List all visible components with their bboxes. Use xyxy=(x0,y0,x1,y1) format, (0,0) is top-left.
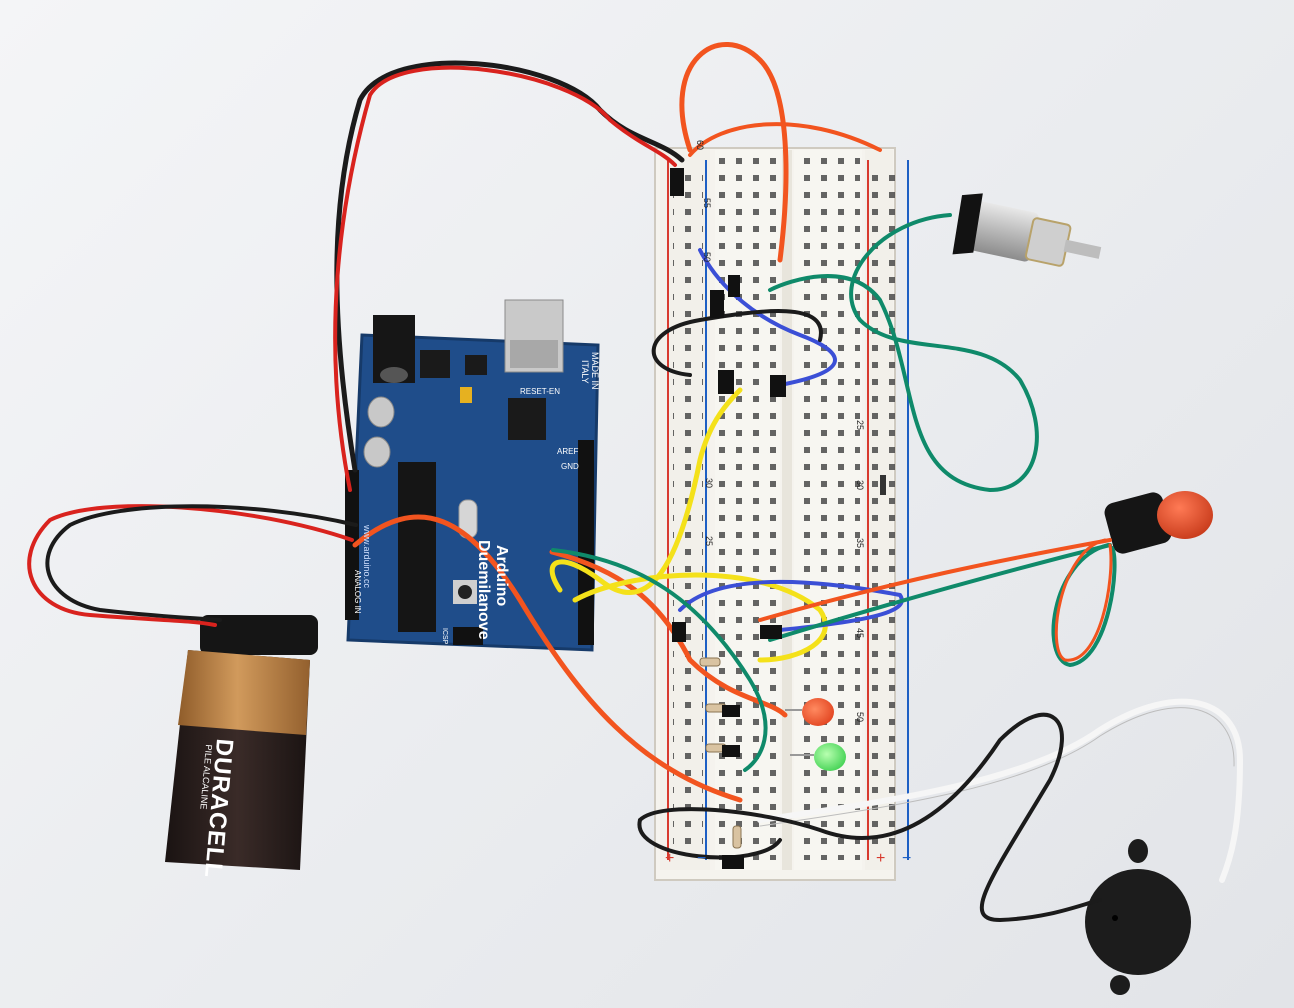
aref-label: AREF xyxy=(557,447,579,456)
col-number-50: 50 xyxy=(702,252,712,263)
piezo-buzzer xyxy=(1085,839,1191,995)
led-red xyxy=(802,698,834,726)
wires xyxy=(27,42,1244,923)
gnd-label: GND xyxy=(561,462,579,471)
led-green xyxy=(814,743,846,771)
col-number-r25: 25 xyxy=(855,420,865,431)
rail-plus-right: + xyxy=(876,850,886,867)
resistors xyxy=(699,657,742,849)
arduino-name-line1: Arduino xyxy=(493,545,510,607)
icsp-label: ICSP xyxy=(441,628,448,645)
col-number-55: 55 xyxy=(702,198,712,209)
col-number-r35: 35 xyxy=(855,538,865,549)
col-number-25: 25 xyxy=(704,536,714,547)
battery-9v xyxy=(165,615,318,870)
col-number-30: 30 xyxy=(704,478,714,489)
col-number-r45: 45 xyxy=(855,628,865,639)
rail-minus-right: − xyxy=(902,850,912,867)
made-in-label: MADE IN xyxy=(590,352,600,390)
website-label: www.arduino.cc xyxy=(362,525,372,589)
col-number-r30: 30 xyxy=(855,480,865,491)
rail-plus-left: + xyxy=(665,850,675,867)
arduino-name-line2: Duemilanove xyxy=(475,540,492,640)
arduino-board xyxy=(345,299,600,652)
jumper-connectors xyxy=(670,168,886,869)
push-button xyxy=(1104,491,1213,554)
dc-motor xyxy=(952,193,1102,267)
rail-minus-left: − xyxy=(697,850,707,867)
analog-in-label: ANALOG IN xyxy=(353,570,362,614)
col-number-60: 60 xyxy=(695,140,705,151)
breadboard xyxy=(654,147,909,881)
reset-en-label: RESET-EN xyxy=(520,387,561,396)
italy-label: ITALY xyxy=(580,360,590,384)
col-number-r50: 50 xyxy=(855,712,865,723)
